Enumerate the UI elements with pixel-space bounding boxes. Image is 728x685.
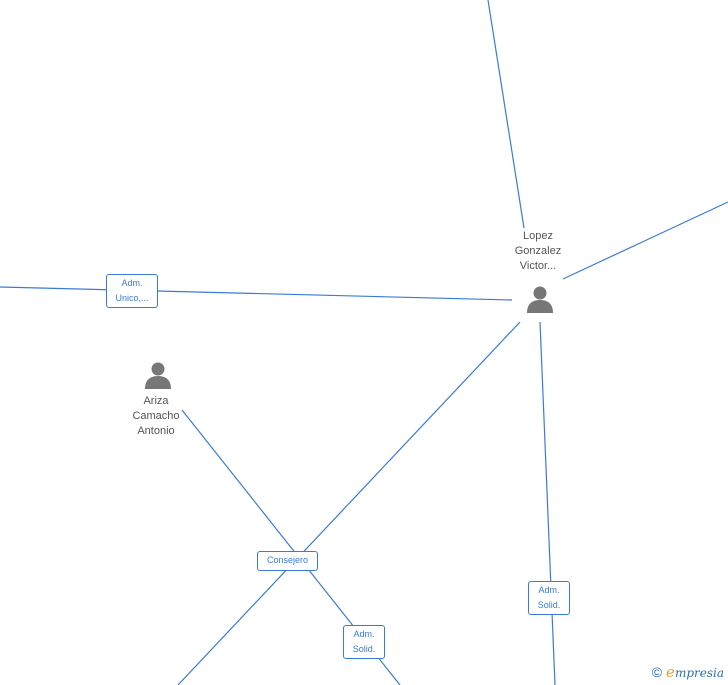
role-label: Adm.	[538, 585, 560, 595]
copyright-brand: ©empresia	[652, 663, 724, 681]
brand-logo-initial: e	[666, 663, 675, 681]
role-label: Solid.	[352, 644, 376, 654]
role-box-adm-unico[interactable]: Adm. Unico,...	[106, 274, 158, 308]
edge-lopez-bottom-left	[177, 321, 521, 685]
role-label: Consejero	[266, 555, 309, 565]
edge-left-lopez	[0, 286, 513, 301]
role-label: Adm.	[121, 278, 143, 288]
edge-lopez-bottom	[539, 321, 556, 685]
role-box-consejero[interactable]: Consejero	[257, 551, 318, 571]
role-label: Unico,...	[115, 293, 149, 303]
role-label: Solid.	[537, 600, 561, 610]
brand-logo-text: mpresia	[674, 666, 724, 680]
edge-top-lopez	[487, 0, 525, 229]
person-name-line: Lopez	[523, 230, 553, 242]
person-name-line: Antonio	[137, 425, 175, 437]
person-label-lopez[interactable]: Lopez Gonzalez Victor...	[493, 229, 583, 274]
copyright-icon: ©	[651, 664, 663, 680]
person-icon[interactable]	[143, 360, 173, 390]
edge-lopez-right	[562, 201, 728, 280]
person-name-line: Victor...	[519, 260, 557, 272]
role-box-adm-solid[interactable]: Adm. Solid.	[528, 581, 570, 615]
person-name-line: Ariza	[143, 395, 169, 407]
role-label: Adm.	[353, 629, 375, 639]
role-box-adm-solid[interactable]: Adm. Solid.	[343, 625, 385, 659]
person-name-line: Gonzalez	[514, 245, 562, 257]
person-name-line: Camacho	[132, 410, 180, 422]
person-label-ariza[interactable]: Ariza Camacho Antonio	[111, 394, 201, 439]
person-icon[interactable]	[525, 284, 555, 314]
